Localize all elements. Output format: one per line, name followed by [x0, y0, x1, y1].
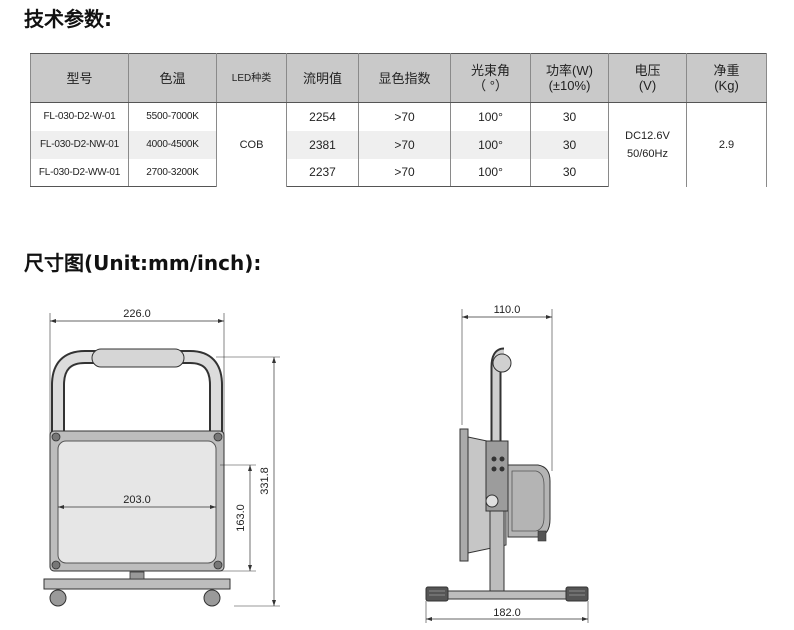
cell-model: FL-030-D2-WW-01	[30, 158, 129, 187]
dim-total-width: 226.0	[123, 308, 151, 320]
bolt-icon	[491, 456, 497, 462]
header-power: 功率(W) (±10%)	[530, 53, 609, 103]
bolt-icon	[491, 466, 497, 472]
dim-total-height: 331.8	[259, 467, 271, 495]
cable-port-icon	[537, 530, 547, 542]
cell-lumen: 2381	[286, 130, 359, 159]
front-view-drawing: 226.0 203.0 163.0 331.8	[43, 308, 280, 607]
screw-icon	[213, 432, 223, 442]
header-weight-line2: (Kg)	[714, 78, 739, 93]
cell-beam-angle: 100°	[450, 158, 531, 187]
dim-arrow	[248, 465, 252, 471]
side-stand-pole	[489, 510, 505, 594]
header-beam-angle-line1: 光束角	[470, 63, 510, 78]
handle-grip	[91, 348, 185, 368]
cell-beam-angle: 100°	[450, 130, 531, 159]
cell-color-temp: 2700-3200K	[128, 158, 217, 187]
screw-icon	[51, 560, 61, 570]
cell-weight: 2.9	[686, 102, 767, 187]
dim-arrow	[462, 315, 468, 319]
handle-outer	[51, 350, 223, 435]
dimensions-title: 尺寸图(Unit:mm/inch):	[24, 251, 262, 275]
cell-voltage-line1: DC12.6V	[625, 129, 670, 142]
lamp-glass	[57, 440, 217, 564]
specs-title: 技术参数:	[24, 7, 112, 31]
header-cri: 显色指数	[358, 53, 451, 103]
header-model: 型号	[30, 53, 129, 103]
stand-base	[43, 578, 231, 590]
header-voltage-line1: 电压	[634, 63, 661, 78]
cell-voltage: DC12.6V 50/60Hz	[608, 102, 687, 187]
header-voltage: 电压 (V)	[608, 53, 687, 103]
side-heat-sink-inner	[511, 470, 545, 532]
cell-lumen: 2237	[286, 158, 359, 187]
dim-arrow	[210, 505, 216, 509]
cell-color-temp: 4000-4500K	[128, 130, 217, 159]
side-view-drawing: 110.0 182.0	[425, 304, 589, 623]
side-lens-frame	[459, 428, 469, 562]
header-lumen: 流明值	[286, 53, 359, 103]
cell-cri: >70	[358, 130, 451, 159]
table-row: FL-030-D2-WW-01 2700-3200K 2237 >70 100°…	[30, 158, 767, 187]
header-beam-angle: 光束角 （ °）	[450, 53, 531, 103]
wheel-icon	[203, 589, 221, 607]
header-power-line2: (±10%)	[548, 78, 591, 93]
cell-power: 30	[530, 130, 609, 159]
header-led-type: LED种类	[216, 53, 287, 103]
dim-arrow	[426, 617, 432, 621]
header-weight: 净重 (Kg)	[686, 53, 767, 103]
cell-lumen: 2254	[286, 102, 359, 131]
header-weight-line1: 净重	[713, 63, 740, 78]
dim-arrow	[272, 600, 276, 606]
cell-led-type: COB	[216, 102, 287, 187]
handle-inner	[53, 352, 221, 435]
dim-arrow	[248, 565, 252, 571]
header-beam-angle-line2: （ °）	[473, 78, 508, 93]
dim-top-width: 110.0	[494, 304, 521, 316]
side-stand-base	[431, 590, 583, 600]
stand-mount	[129, 571, 145, 580]
header-color-temp: 色温	[128, 53, 217, 103]
dim-arrow	[546, 315, 552, 319]
cell-model: FL-030-D2-W-01	[30, 102, 129, 131]
dim-arrow	[218, 319, 224, 323]
table-header-row: 型号 色温 LED种类 流明值 显色指数 光束角 （ °） 功率(W) (±10…	[30, 53, 767, 103]
foot-pad-icon	[425, 586, 449, 602]
cell-cri: >70	[358, 102, 451, 131]
header-power-line1: 功率(W)	[546, 63, 593, 78]
bolt-icon	[499, 456, 505, 462]
table-row: FL-030-D2-W-01 5500-7000K COB 2254 >70 1…	[30, 102, 767, 187]
dim-panel-height: 163.0	[235, 504, 247, 532]
cell-voltage-line2: 50/60Hz	[627, 147, 668, 160]
cell-color-temp: 5500-7000K	[128, 102, 217, 131]
bolt-icon	[499, 466, 505, 472]
dim-arrow	[272, 357, 276, 363]
dim-arrow	[582, 617, 588, 621]
cell-beam-angle: 100°	[450, 102, 531, 131]
screw-icon	[51, 432, 61, 442]
adjust-knob-icon	[485, 494, 499, 508]
cell-model: FL-030-D2-NW-01	[30, 130, 129, 159]
wheel-icon	[49, 589, 67, 607]
dim-arrow	[50, 319, 56, 323]
table-row: FL-030-D2-NW-01 4000-4500K 2381 >70 100°…	[30, 130, 767, 159]
foot-pad-icon	[565, 586, 589, 602]
dim-panel-width: 203.0	[123, 494, 151, 506]
cell-cri: >70	[358, 158, 451, 187]
dim-arrow	[58, 505, 64, 509]
cell-power: 30	[530, 158, 609, 187]
side-handle-knob	[492, 353, 512, 373]
dim-base-width: 182.0	[493, 607, 521, 619]
header-voltage-line2: (V)	[638, 78, 657, 93]
cell-power: 30	[530, 102, 609, 131]
screw-icon	[213, 560, 223, 570]
specs-table: 型号 色温 LED种类 流明值 显色指数 光束角 （ °） 功率(W) (±10…	[30, 53, 767, 187]
